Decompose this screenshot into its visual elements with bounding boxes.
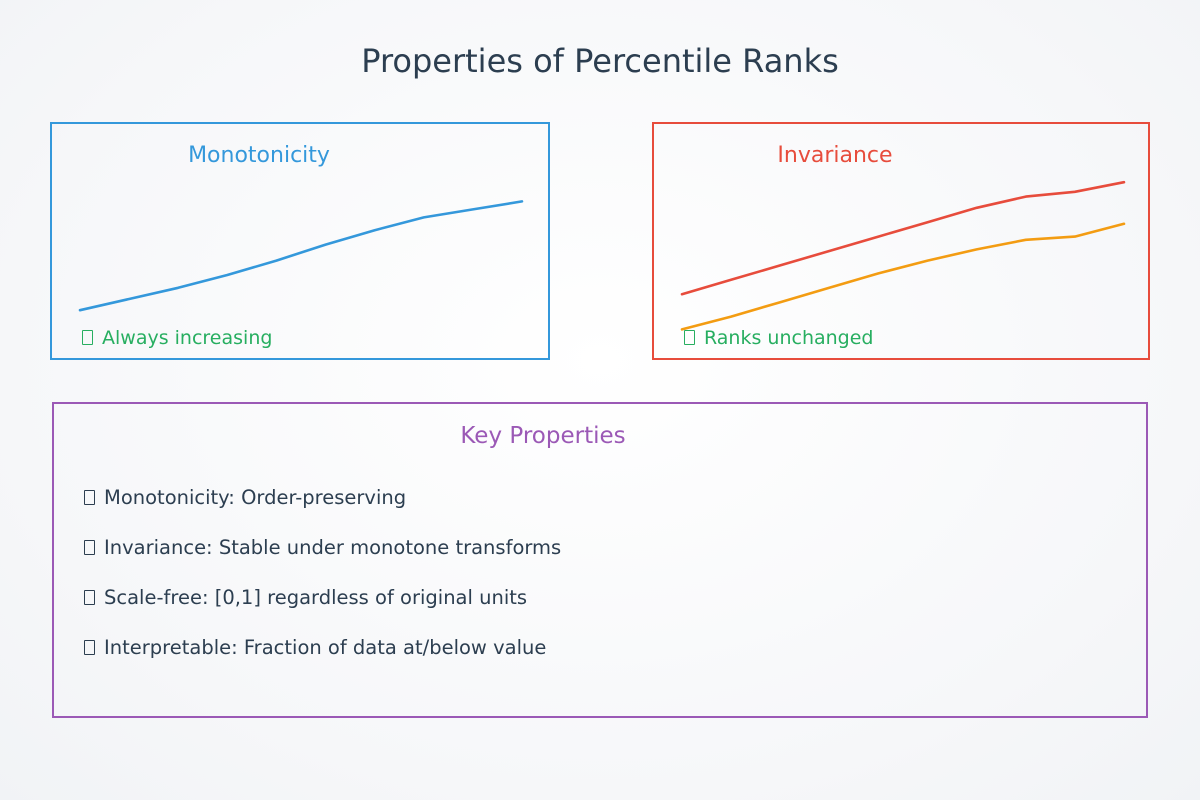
property-item: Invariance: Stable under monotone transf… xyxy=(84,537,561,559)
key-properties-panel: Key Properties Monotonicity: Order-prese… xyxy=(52,402,1148,718)
invariance-caption-text: Ranks unchanged xyxy=(704,327,874,349)
lower-line-line xyxy=(680,222,1126,331)
property-item: Interpretable: Fraction of data at/below… xyxy=(84,637,561,659)
invariance-line-chart xyxy=(680,180,1126,331)
property-item-text: Interpretable: Fraction of data at/below… xyxy=(104,636,547,659)
bullet-placeholder-icon xyxy=(84,590,95,605)
monotonicity-panel-title: Monotonicity xyxy=(188,143,330,168)
checkmark-placeholder-icon xyxy=(684,330,695,345)
property-item: Monotonicity: Order-preserving xyxy=(84,487,561,509)
key-properties-list: Monotonicity: Order-preserving Invarianc… xyxy=(84,487,561,687)
property-item-text: Invariance: Stable under monotone transf… xyxy=(104,536,562,559)
invariance-caption: Ranks unchanged xyxy=(684,327,873,349)
property-item: Scale-free: [0,1] regardless of original… xyxy=(84,587,561,609)
percentile-rank-line xyxy=(78,200,524,312)
monotonicity-line-chart xyxy=(78,200,524,312)
monotonicity-panel: Monotonicity Always increasing xyxy=(50,122,550,360)
upper-line-line xyxy=(680,180,1126,296)
property-item-text: Monotonicity: Order-preserving xyxy=(104,486,407,509)
checkmark-placeholder-icon xyxy=(82,330,93,345)
monotonicity-caption-text: Always increasing xyxy=(102,327,273,349)
bullet-placeholder-icon xyxy=(84,640,95,655)
bullet-placeholder-icon xyxy=(84,490,95,505)
page-title: Properties of Percentile Ranks xyxy=(361,42,839,80)
invariance-panel-title: Invariance xyxy=(777,143,893,168)
monotonicity-caption: Always increasing xyxy=(82,327,272,349)
bullet-placeholder-icon xyxy=(84,540,95,555)
key-properties-panel-title: Key Properties xyxy=(460,423,626,449)
property-item-text: Scale-free: [0,1] regardless of original… xyxy=(104,586,528,609)
invariance-panel: Invariance Ranks unchanged xyxy=(652,122,1150,360)
